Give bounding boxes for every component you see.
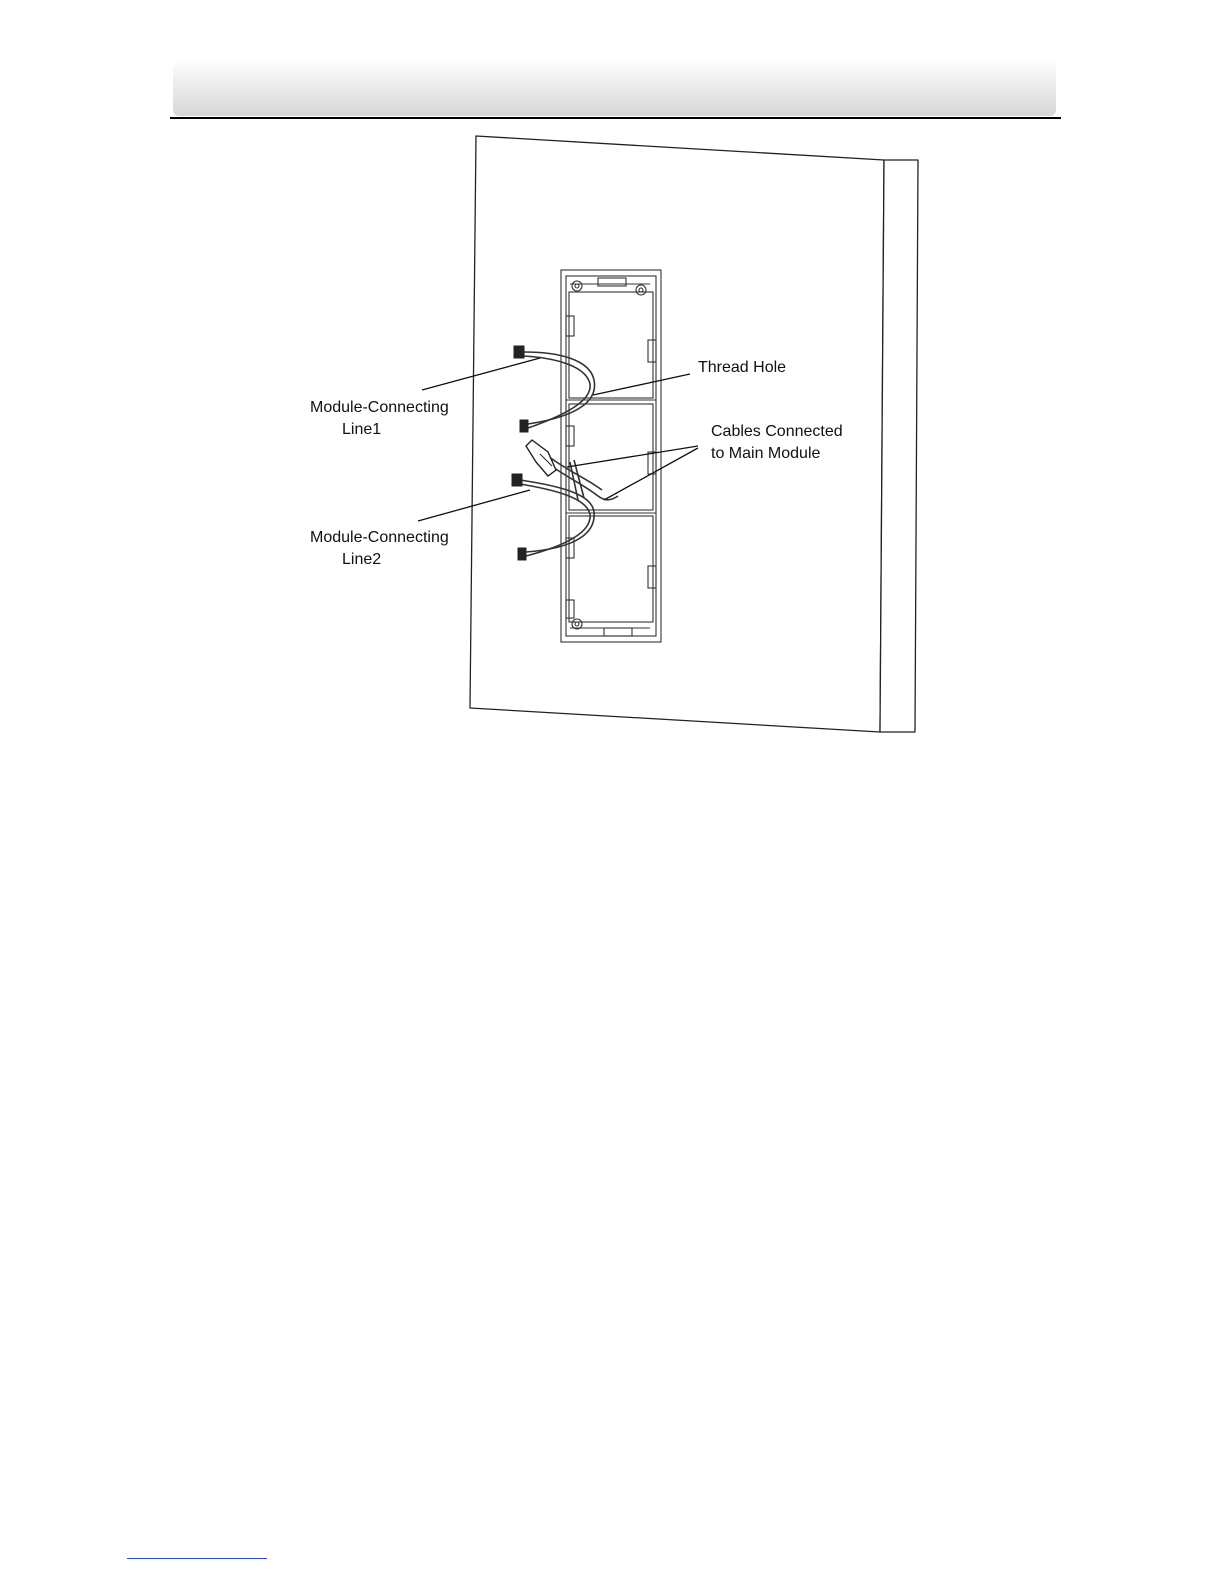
label-module-connecting-line1: Module-Connecting Line1 (310, 397, 449, 441)
gang-box (561, 270, 661, 642)
label-thread-hole: Thread Hole (698, 357, 786, 379)
footnote-divider (127, 1558, 267, 1559)
installation-diagram (0, 0, 1224, 760)
wall-side-face (880, 160, 918, 732)
label-cables-connected: Cables Connected to Main Module (711, 421, 843, 465)
label-module-connecting-line2: Module-Connecting Line2 (310, 527, 449, 571)
